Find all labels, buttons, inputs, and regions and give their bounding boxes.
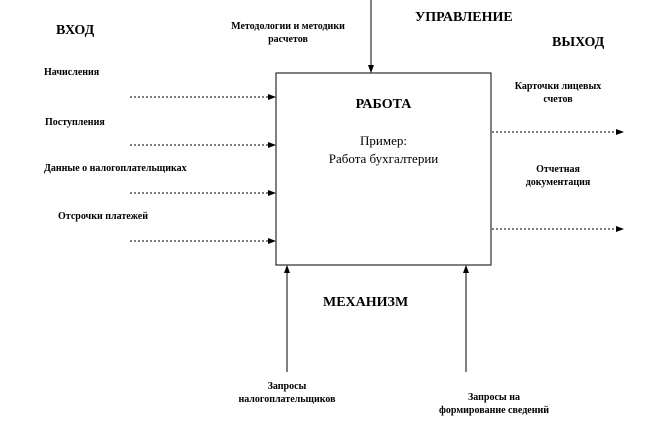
input-label-1: Начисления [44,67,100,78]
output-label-2: Отчетная документация [508,164,608,189]
mechanism-label-1-line2: налогоплательщиков [238,393,336,405]
output-label-2-line1: Отчетная [536,164,580,175]
mechanism-label-2: Запросы на формирование сведений [414,392,574,417]
output-label-1: Карточки лицевых счетов [503,81,613,106]
mechanism-label-2-line2: формирование сведений [438,404,549,416]
activity-box [275,72,492,266]
activity-name: Работа бухгалтерии [328,150,439,166]
mechanism-label-1: Запросы налогоплательщиков [222,381,352,406]
input-label-2: Поступления [45,117,105,128]
activity-box-text: РАБОТА Пример: Работа бухгалтерии [276,96,491,167]
control-label-line1: Методологии и методики [231,21,345,32]
output-header: ВЫХОД [552,35,605,50]
output-label-1-line1: Карточки лицевых [514,81,602,92]
input-label-3: Данные о налогоплательщиках [44,163,187,174]
mechanism-label-2-line1: Запросы на [468,392,520,403]
activity-title: РАБОТА [355,97,412,112]
input-label-4: Отсрочки платежей [58,211,148,222]
input-header: ВХОД [56,23,95,38]
activity-subtitle: Пример: [360,132,407,148]
control-label: Методологии и методики расчетов [210,21,366,46]
mechanism-label-1-line1: Запросы [267,381,307,392]
control-header: УПРАВЛЕНИЕ [415,10,513,25]
control-label-line2: расчетов [268,33,308,45]
mechanism-header: МЕХАНИЗМ [323,295,409,310]
output-label-1-line2: счетов [543,93,573,105]
output-label-2-line2: документация [525,176,591,188]
